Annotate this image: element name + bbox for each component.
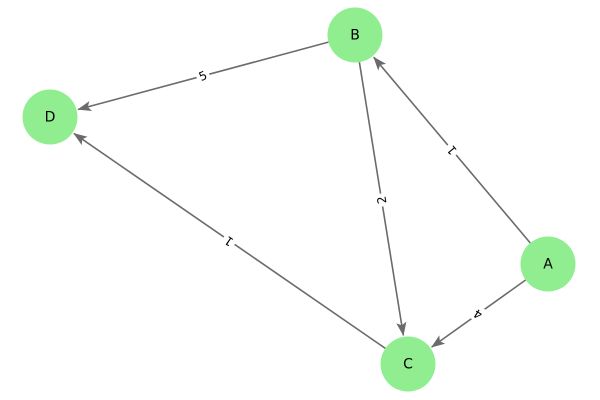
edge-weight-label-backdrop — [219, 231, 239, 251]
graph-node-a[interactable]: A — [520, 236, 576, 292]
nodes-layer: A B C D — [22, 7, 576, 392]
node-circle-c[interactable] — [380, 336, 436, 392]
node-label-b: B — [350, 28, 360, 44]
edge-weight-label-backdrop — [442, 140, 462, 160]
edge-weight-text: 2 — [374, 195, 389, 205]
edge-weight-label-a-c: 4 — [468, 304, 488, 324]
edge-weight-label-b-d: 5 — [194, 66, 212, 86]
edge-weight-label-backdrop — [194, 66, 212, 86]
node-circle-b[interactable] — [327, 7, 383, 63]
node-circle-d[interactable] — [22, 89, 78, 145]
edge-weight-label-a-b: 1 — [442, 140, 462, 160]
node-circle-a[interactable] — [520, 236, 576, 292]
edge-weight-label-backdrop — [373, 192, 391, 208]
graph-node-b[interactable]: B — [327, 7, 383, 63]
edge-weight-label-b-c: 2 — [373, 192, 391, 208]
node-label-a: A — [543, 257, 553, 273]
edges-layer — [73, 41, 531, 350]
edge-weight-label-backdrop — [468, 304, 488, 324]
node-label-c: C — [403, 357, 413, 373]
graph-node-c[interactable]: C — [380, 336, 436, 392]
edge-labels-layer: 5 1 2 4 1 — [194, 66, 488, 324]
graph-node-d[interactable]: D — [22, 89, 78, 145]
node-label-d: D — [45, 110, 56, 126]
edge-weight-label-c-d: 1 — [219, 231, 239, 251]
